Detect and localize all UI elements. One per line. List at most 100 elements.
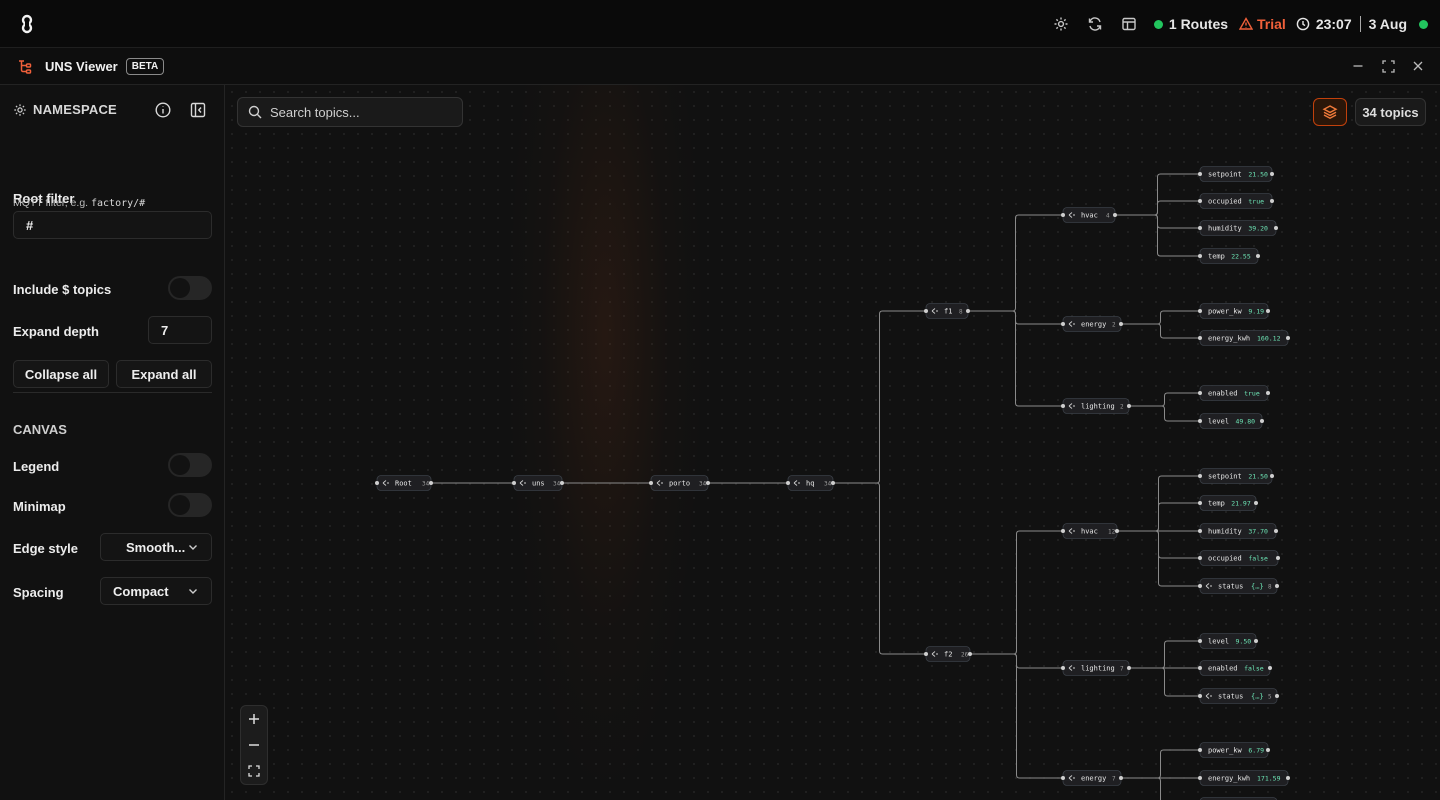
leaf-label: temp bbox=[1208, 253, 1225, 261]
node-handle-out bbox=[1275, 694, 1279, 698]
search-topics-input[interactable]: Search topics... bbox=[237, 97, 463, 127]
branch-icon bbox=[1068, 528, 1075, 534]
tree-edge bbox=[1129, 667, 1200, 697]
node-label: porto bbox=[669, 480, 690, 488]
leaf-node[interactable]: setpoint 21.50 bbox=[1198, 468, 1274, 484]
branch-node-s1[interactable]: status{…}8 bbox=[1198, 578, 1279, 594]
node-handle-in bbox=[512, 481, 516, 485]
settings-icon[interactable] bbox=[1044, 7, 1078, 41]
tree-edge bbox=[968, 310, 1063, 407]
node-handle-in bbox=[1198, 199, 1202, 203]
maximize-icon[interactable] bbox=[1380, 56, 1396, 76]
minimap-label: Minimap bbox=[13, 499, 66, 514]
namespace-header: NAMESPACE bbox=[13, 102, 117, 117]
leaf-value: 160.12 bbox=[1257, 335, 1281, 343]
leaf-value: 21.50 bbox=[1248, 473, 1268, 481]
collapse-all-button[interactable]: Collapse all bbox=[13, 360, 109, 388]
node-label: f2 bbox=[944, 651, 952, 659]
search-icon bbox=[248, 105, 262, 119]
app-logo-icon[interactable] bbox=[17, 14, 37, 34]
leaf-label: setpoint bbox=[1208, 473, 1242, 481]
hint-text: MQTT filter, e.g. bbox=[13, 197, 89, 209]
legend-toggle[interactable] bbox=[168, 453, 212, 477]
node-count: 2 bbox=[1120, 404, 1124, 411]
refresh-icon[interactable] bbox=[1078, 7, 1112, 41]
zoom-in-icon[interactable] bbox=[241, 706, 267, 732]
node-handle-in bbox=[1198, 419, 1202, 423]
leaf-label: humidity bbox=[1208, 528, 1242, 536]
info-icon[interactable] bbox=[154, 101, 172, 119]
node-handle-out bbox=[1270, 199, 1274, 203]
node-handle-out bbox=[560, 481, 564, 485]
layout-icon[interactable] bbox=[1112, 7, 1146, 41]
zoom-out-icon[interactable] bbox=[241, 732, 267, 758]
close-icon[interactable] bbox=[1410, 56, 1426, 76]
spacing-select[interactable]: Compact bbox=[100, 577, 212, 605]
node-handle-in bbox=[1198, 226, 1202, 230]
layers-button[interactable] bbox=[1313, 98, 1347, 126]
node-handle-in bbox=[1198, 776, 1202, 780]
minimap-toggle[interactable] bbox=[168, 493, 212, 517]
minimize-icon[interactable] bbox=[1350, 56, 1366, 76]
trial-badge[interactable]: Trial bbox=[1239, 16, 1286, 32]
tree-edge bbox=[1117, 530, 1200, 559]
collapse-sidebar-icon[interactable] bbox=[189, 101, 207, 119]
expand-depth-input[interactable]: 7 bbox=[148, 316, 212, 344]
namespace-title: NAMESPACE bbox=[33, 102, 117, 117]
node-handle-in bbox=[1198, 254, 1202, 258]
expand-all-button[interactable]: Expand all bbox=[116, 360, 212, 388]
leaf-label: temp bbox=[1208, 500, 1225, 508]
branch-icon bbox=[382, 480, 389, 486]
root-filter-input[interactable]: # bbox=[13, 211, 212, 239]
routes-status[interactable]: 1 Routes bbox=[1153, 16, 1228, 32]
spacing-label: Spacing bbox=[13, 585, 64, 600]
leaf-value: 21.50 bbox=[1248, 171, 1268, 179]
node-label: lighting bbox=[1081, 665, 1115, 673]
gear-icon bbox=[14, 103, 26, 116]
edge-style-select[interactable]: Smooth... bbox=[100, 533, 212, 561]
branch-icon bbox=[931, 651, 938, 657]
branch-node-s2[interactable]: status{…}5 bbox=[1198, 688, 1279, 704]
tree-edge bbox=[970, 653, 1063, 779]
branch-icon bbox=[793, 480, 800, 486]
branch-icon bbox=[1205, 693, 1212, 699]
include-topics-toggle[interactable] bbox=[168, 276, 212, 300]
node-handle-in bbox=[375, 481, 379, 485]
clock-icon bbox=[1296, 17, 1310, 31]
zoom-controls bbox=[240, 705, 268, 785]
fit-view-icon[interactable] bbox=[241, 758, 267, 784]
node-count: 8 bbox=[959, 309, 963, 316]
section-divider bbox=[13, 392, 212, 393]
branch-node-s3[interactable]: status{…}5 bbox=[1198, 797, 1279, 800]
node-handle-out bbox=[1127, 404, 1131, 408]
